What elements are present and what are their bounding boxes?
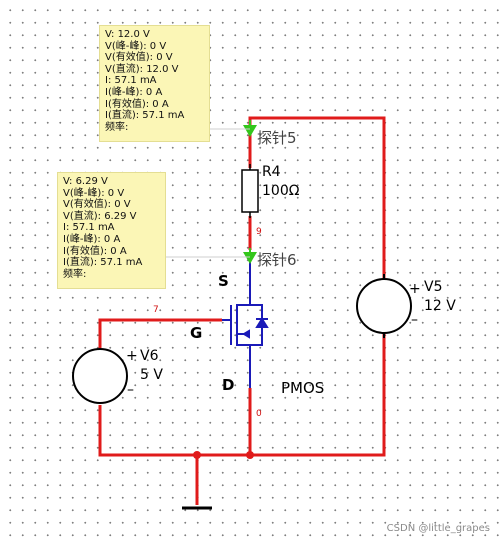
v5-plus-sign: +	[409, 281, 421, 297]
junction-dot	[246, 451, 254, 459]
probe-readout-line: 频率:	[105, 121, 129, 133]
probe-readout-line: 频率:	[63, 268, 87, 280]
probe-readout-line: I(直流): 57.1 mA	[105, 110, 185, 122]
mosfet-source-label: S	[218, 272, 229, 290]
v6-plus-sign: +	[126, 348, 138, 364]
probe-5-marker[interactable]	[210, 120, 257, 137]
wire-net-gate	[98, 318, 222, 348]
r4-name: R4	[262, 164, 281, 180]
probe-5-label: 探针5	[257, 129, 297, 147]
probe-6-label: 探针6	[257, 251, 297, 269]
node-0-label: 0	[256, 409, 262, 419]
voltage-source-v5[interactable]	[356, 274, 412, 338]
probe-readout-line: I: 57.1 mA	[63, 222, 115, 234]
v6-minus-sign: –	[127, 382, 134, 398]
probe-readout-line: V(直流): 6.29 V	[63, 210, 137, 222]
probe-readout-line: V: 12.0 V	[105, 29, 150, 40]
probe-readout-line: I(有效值): 0 A	[63, 245, 127, 257]
node-7-label: 7	[153, 305, 159, 315]
probe-readout-line: V(峰-峰): 0 V	[105, 40, 167, 52]
probe-readout-line: V(有效值): 0 V	[63, 199, 131, 211]
probe-6-marker[interactable]	[166, 248, 257, 264]
r4-value: 100Ω	[262, 183, 300, 199]
probe-readout-line: I: 57.1 mA	[105, 75, 157, 87]
v5-value: 12 V	[424, 298, 456, 314]
junction-dot	[193, 451, 201, 459]
probe-readout-line: I(直流): 57.1 mA	[63, 257, 143, 269]
probe-readout-line: I(峰-峰): 0 A	[105, 86, 163, 98]
mosfet-gate-label: G	[190, 324, 203, 342]
probe-readout-line: V(有效值): 0 V	[105, 52, 173, 64]
v6-name: V6	[140, 348, 159, 364]
probe-readout-line: V: 6.29 V	[63, 176, 108, 187]
probe-readout-line: V(直流): 12.0 V	[105, 63, 179, 75]
voltage-source-v6[interactable]	[72, 348, 128, 404]
v5-minus-sign: –	[411, 312, 418, 328]
mosfet-type-label: PMOS	[281, 379, 325, 397]
v6-value: 5 V	[140, 367, 163, 383]
watermark: CSDN @little_grapes	[386, 523, 490, 534]
node-9-label: 9	[256, 227, 262, 237]
resistor-r4[interactable]	[241, 169, 259, 213]
pmos-transistor[interactable]	[222, 250, 269, 388]
wire-net-ground	[98, 388, 252, 505]
v5-name: V5	[424, 279, 443, 295]
probe-readout-line: I(有效值): 0 A	[105, 98, 169, 110]
probe-readout-line: V(峰-峰): 0 V	[63, 187, 125, 199]
probe-readout-line: I(峰-峰): 0 A	[63, 233, 121, 245]
mosfet-drain-label: D	[222, 376, 235, 394]
